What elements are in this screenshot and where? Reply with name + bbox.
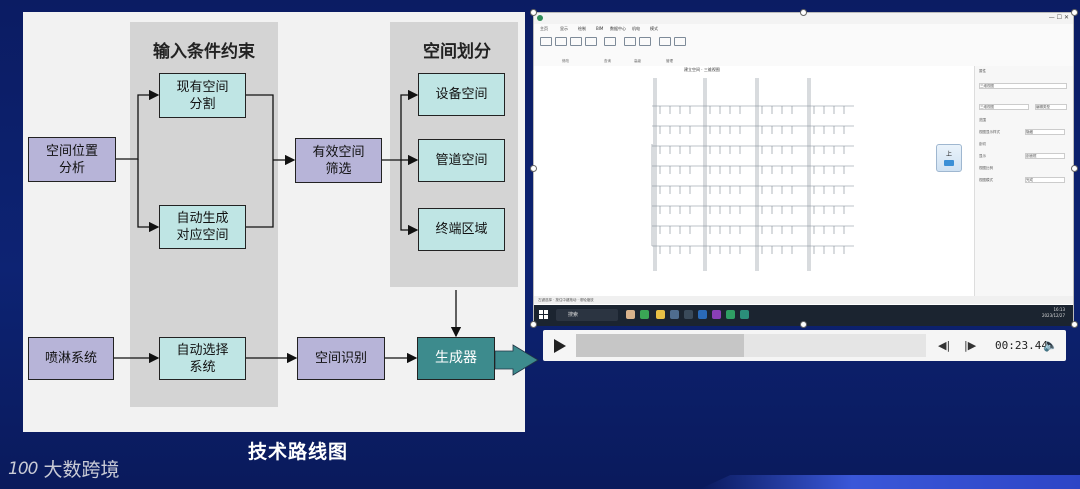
view-mode-select[interactable]: 完成 bbox=[1025, 177, 1065, 183]
properties-title: 属性 bbox=[979, 69, 986, 74]
box-generator: 生成器 bbox=[417, 337, 495, 380]
taskbar-search-app-icon[interactable] bbox=[684, 310, 693, 319]
resize-handle-tr[interactable] bbox=[1071, 9, 1078, 16]
box-space-location-analysis: 空间位置 分析 bbox=[28, 137, 116, 182]
ribbon-group-modify: 修改 bbox=[562, 59, 569, 64]
bottom-accent-bar bbox=[700, 475, 1080, 489]
media-player: ◀| |▶ 00:23.44 🔈 bbox=[543, 330, 1066, 361]
prop-range-label: 范围 bbox=[979, 118, 986, 123]
seek-bar[interactable] bbox=[576, 334, 926, 357]
move-tool-icon[interactable] bbox=[540, 37, 552, 46]
resize-handle-tl[interactable] bbox=[530, 9, 537, 16]
ribbon-group-advanced: 高级 bbox=[634, 59, 641, 64]
taskbar-clock: 16:13 2023/12/27 bbox=[1042, 307, 1065, 319]
pipe-network-drawing bbox=[534, 66, 974, 296]
copy-tool-icon[interactable] bbox=[555, 37, 567, 46]
section-box-button[interactable]: 剖面框 bbox=[1025, 153, 1065, 159]
playback-time: 00:23.44 bbox=[995, 339, 1048, 352]
properties-panel: 属性 三维视图 三维视图 编辑类型 范围 视图显示样式 隐藏 剖切 显示 剖面框… bbox=[975, 66, 1073, 296]
embedded-screenshot[interactable]: — ☐ ✕ 主页 显示 绘制 BIM 数据中心 机电 模式 修改 查询 高级 管… bbox=[533, 12, 1074, 326]
skip-back-icon[interactable]: ◀| bbox=[938, 340, 950, 351]
box-equipment-space: 设备空间 bbox=[418, 73, 505, 116]
rotate-tool-icon[interactable] bbox=[570, 37, 582, 46]
status-text: 左键选择 · 按住中键拖动 · 滚轮缩放 bbox=[538, 298, 594, 303]
window-controls-icon[interactable]: — ☐ ✕ bbox=[1049, 14, 1069, 21]
box-pipe-space: 管道空间 bbox=[418, 139, 505, 182]
display-style-select[interactable]: 隐藏 bbox=[1025, 129, 1065, 135]
app-ribbon: 主页 显示 绘制 BIM 数据中心 机电 模式 修改 查询 高级 管理 bbox=[534, 24, 1073, 67]
ribbon-group-query: 查询 bbox=[604, 59, 611, 64]
ribbon-group-manage: 管理 bbox=[666, 59, 673, 64]
logo-text: 大数跨境 bbox=[43, 455, 119, 482]
resize-handle-tm[interactable] bbox=[800, 9, 807, 16]
taskbar-app-green-icon[interactable] bbox=[640, 310, 649, 319]
menu-tab-view[interactable]: 显示 bbox=[560, 26, 568, 32]
box-effective-space-filter: 有效空间 筛选 bbox=[295, 138, 382, 183]
taskbar-folder-icon[interactable] bbox=[656, 310, 665, 319]
view-type-select[interactable]: 三维视图 bbox=[979, 83, 1067, 89]
menu-tab-draw[interactable]: 绘制 bbox=[578, 26, 586, 32]
resize-handle-br[interactable] bbox=[1071, 321, 1078, 328]
resize-handle-mr[interactable] bbox=[1071, 165, 1078, 172]
logo-mark-icon: 100 bbox=[8, 459, 37, 479]
prop-display-style-label: 视图显示样式 bbox=[979, 130, 1000, 135]
taskbar-mail-icon[interactable] bbox=[670, 310, 679, 319]
prop-section-label: 剖切 bbox=[979, 142, 986, 147]
align-tool-icon[interactable] bbox=[604, 37, 616, 46]
volume-icon[interactable]: 🔈 bbox=[1043, 338, 1058, 352]
floor-switch-icon bbox=[944, 160, 954, 166]
prop-scale-label: 视图比例 bbox=[979, 166, 993, 171]
menu-tab-data[interactable]: 数据中心 bbox=[610, 26, 626, 32]
measure-tool-icon[interactable] bbox=[624, 37, 636, 46]
box-terminal-area: 终端区域 bbox=[418, 208, 505, 251]
box-auto-select-system: 自动选择 系统 bbox=[159, 337, 246, 380]
query-tool-icon[interactable] bbox=[639, 37, 651, 46]
floor-switch-widget[interactable]: 上 bbox=[936, 144, 962, 172]
menu-tab-mep[interactable]: 机电 bbox=[632, 26, 640, 32]
edit-type-button[interactable]: 编辑类型 bbox=[1035, 104, 1067, 110]
taskbar-search[interactable]: 搜索 bbox=[556, 309, 618, 321]
app-logo-icon bbox=[537, 15, 543, 21]
skip-forward-icon[interactable]: |▶ bbox=[964, 340, 976, 351]
prop-view-mode-label: 视图模式 bbox=[979, 178, 993, 183]
taskbar-msg-icon[interactable] bbox=[726, 310, 735, 319]
menu-tab-mode[interactable]: 模式 bbox=[650, 26, 658, 32]
resize-handle-bm[interactable] bbox=[800, 321, 807, 328]
seek-progress bbox=[576, 334, 744, 357]
status-bar: 左键选择 · 按住中键拖动 · 滚轮缩放 bbox=[534, 296, 1073, 304]
settings-tool-icon[interactable] bbox=[659, 37, 671, 46]
box-sprinkler-system: 喷淋系统 bbox=[28, 337, 114, 380]
floor-switch-label: 上 bbox=[937, 149, 961, 158]
resize-handle-ml[interactable] bbox=[530, 165, 537, 172]
resize-handle-bl[interactable] bbox=[530, 321, 537, 328]
menu-tab-home[interactable]: 主页 bbox=[540, 26, 548, 32]
brand-logo: 100 大数跨境 bbox=[8, 455, 119, 482]
play-icon[interactable] bbox=[554, 339, 566, 353]
diagram-caption: 技术路线图 bbox=[248, 437, 348, 464]
view-name-field[interactable]: 三维视图 bbox=[979, 104, 1029, 110]
technical-roadmap-diagram: 输入条件约束 空间划分 空间位置 分析 现有空间 分 bbox=[23, 12, 525, 432]
taskbar-active-app-icon[interactable] bbox=[740, 310, 749, 319]
drawing-canvas[interactable]: 建立空间 · 三维视图 上 bbox=[534, 66, 975, 296]
menu-tab-bim[interactable]: BIM bbox=[596, 26, 603, 31]
taskbar-app-user-icon[interactable] bbox=[626, 310, 635, 319]
box-existing-space-split: 现有空间 分割 bbox=[159, 73, 246, 118]
manage-tool-icon[interactable] bbox=[674, 37, 686, 46]
taskbar-vs-icon[interactable] bbox=[712, 310, 721, 319]
box-space-recognition: 空间识别 bbox=[297, 337, 385, 380]
mirror-tool-icon[interactable] bbox=[585, 37, 597, 46]
box-autogen-space: 自动生成 对应空间 bbox=[159, 205, 246, 249]
taskbar-r-app-icon[interactable] bbox=[698, 310, 707, 319]
windows-start-icon[interactable] bbox=[539, 310, 548, 319]
taskbar-search-label: 搜索 bbox=[568, 312, 578, 318]
prop-show-label: 显示 bbox=[979, 154, 986, 159]
